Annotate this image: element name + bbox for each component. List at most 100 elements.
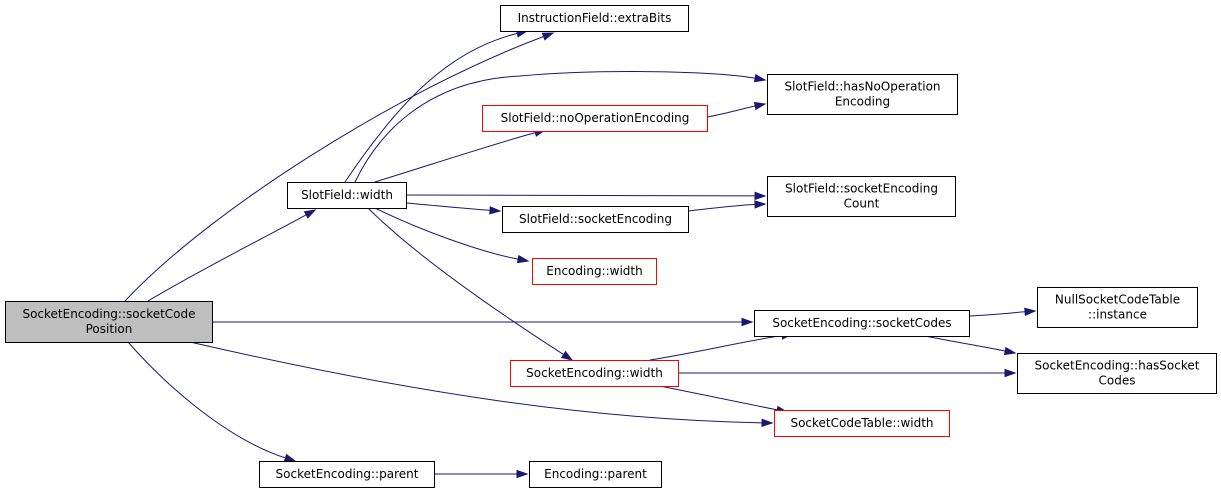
edge-line <box>687 203 756 212</box>
node-box <box>774 410 950 437</box>
node-socketencoding-socketcodes[interactable]: SocketEncoding::socketCodes <box>754 310 970 337</box>
node-label-line: SocketEncoding::hasSocket <box>1035 359 1200 373</box>
edge-arrowhead <box>1003 346 1017 356</box>
node-slotfield-width[interactable]: SlotField::width <box>287 182 407 209</box>
edge-slotwidth-to-sewidth <box>367 207 574 361</box>
node-box <box>1017 353 1217 394</box>
node-nullsocketcodetable-instance[interactable]: NullSocketCodeTable::instance <box>1037 287 1198 328</box>
edge-line <box>405 194 756 197</box>
node-label-line: InstructionField::extraBits <box>518 11 672 25</box>
edge-line <box>924 335 1006 352</box>
edge-line <box>124 36 544 302</box>
node-socketencoding-parent[interactable]: SocketEncoding::parent <box>259 461 435 488</box>
node-label-line: SocketEncoding::width <box>526 366 663 380</box>
node-label-line: SlotField::socketEncoding <box>519 212 672 226</box>
node-label-line: SlotField::hasNoOperation <box>784 80 940 94</box>
edge-arrowhead <box>541 32 555 41</box>
edge-arrowhead <box>753 101 767 111</box>
node-box <box>510 360 679 387</box>
edge-line <box>367 207 564 355</box>
node-label-line: SlotField::socketEncoding <box>785 182 938 196</box>
node-box <box>767 176 956 217</box>
edge-arrowhead <box>741 317 754 327</box>
edge-arrowhead <box>1004 368 1017 378</box>
edge-root-to-separent <box>127 341 297 462</box>
node-label-line: ::instance <box>1088 308 1147 322</box>
edge-arrowhead <box>753 74 767 83</box>
edge-arrowhead <box>754 191 767 201</box>
edge-line <box>649 335 783 361</box>
node-label-line: Encoding::width <box>546 264 642 278</box>
node-box <box>5 301 213 343</box>
edge-arrowhead <box>303 209 317 219</box>
node-label-line: NullSocketCodeTable <box>1055 293 1180 307</box>
node-box <box>482 105 708 132</box>
edge-line <box>405 202 491 211</box>
node-box <box>259 461 435 488</box>
edges-layer <box>124 29 1037 479</box>
edge-root-to-sockcodes <box>213 317 754 327</box>
edge-slotwidth-to-encwidth <box>374 207 530 264</box>
node-label-line: Codes <box>1099 374 1136 388</box>
edge-root-to-extrabits <box>124 32 555 302</box>
node-socketcodetable-width[interactable]: SocketCodeTable::width <box>774 410 950 437</box>
edge-line <box>968 311 1026 317</box>
edge-arrowhead <box>516 254 530 264</box>
edge-arrowhead <box>560 350 574 361</box>
node-label-line: SlotField::width <box>301 188 393 202</box>
edge-line <box>189 341 763 424</box>
edge-line <box>659 385 778 411</box>
edge-arrowhead <box>761 418 774 428</box>
edge-sockenc-to-sockenccount <box>687 200 767 212</box>
edge-arrowhead <box>1024 307 1037 317</box>
edge-line <box>127 341 286 459</box>
edge-separent-to-encparent <box>434 469 529 479</box>
edge-slotwidth-to-hasnoop <box>354 71 767 183</box>
node-box <box>1037 287 1198 328</box>
edge-arrowhead <box>754 200 767 209</box>
edge-sockcodes-to-nullinst <box>968 307 1037 317</box>
node-label-line: Encoding <box>835 95 890 109</box>
node-box <box>287 182 407 209</box>
node-box <box>529 461 662 488</box>
node-socketencoding-width[interactable]: SocketEncoding::width <box>510 360 679 387</box>
node-encoding-width[interactable]: Encoding::width <box>532 258 657 285</box>
node-label-line: SocketCodeTable::width <box>790 416 933 430</box>
edge-slotwidth-to-sockenc <box>405 202 502 215</box>
edge-line <box>374 132 536 183</box>
node-box <box>754 310 970 337</box>
node-label-line: SocketEncoding::socketCodes <box>772 316 951 330</box>
edge-arrowhead <box>283 453 297 462</box>
node-label-line: SlotField::noOperationEncoding <box>501 111 690 125</box>
node-label-line: Position <box>86 322 133 336</box>
edge-root-to-slotwidth <box>147 209 317 302</box>
node-label-line: Encoding::parent <box>544 467 647 481</box>
node-label-line: SocketEncoding::parent <box>276 467 419 481</box>
edge-line <box>344 32 518 183</box>
edge-noopenc-to-hasnoop <box>706 101 767 118</box>
node-slotfield-nooperationencoding[interactable]: SlotField::noOperationEncoding <box>482 105 708 132</box>
edge-sockcodes-to-hassockcodes <box>924 335 1017 356</box>
edge-sewidth-to-hassockcodes <box>678 368 1017 378</box>
edge-slotwidth-to-sockenccount <box>405 191 767 201</box>
edge-line <box>706 105 756 118</box>
edge-sewidth-to-sctwidth <box>659 385 789 414</box>
edge-line <box>354 71 756 183</box>
node-box <box>502 206 689 233</box>
node-slotfield-socketencoding[interactable]: SlotField::socketEncoding <box>502 206 689 233</box>
edge-root-to-sctwidth <box>189 341 774 428</box>
node-label-line: SocketEncoding::socketCode <box>22 307 195 321</box>
edge-arrowhead <box>489 206 502 215</box>
node-label-line: Count <box>844 197 880 211</box>
node-encoding-parent[interactable]: Encoding::parent <box>529 461 662 488</box>
edge-line <box>374 207 519 260</box>
edge-arrowhead <box>516 469 529 479</box>
node-instructionfield-extrabits[interactable]: InstructionField::extraBits <box>500 5 689 32</box>
node-box <box>532 258 657 285</box>
